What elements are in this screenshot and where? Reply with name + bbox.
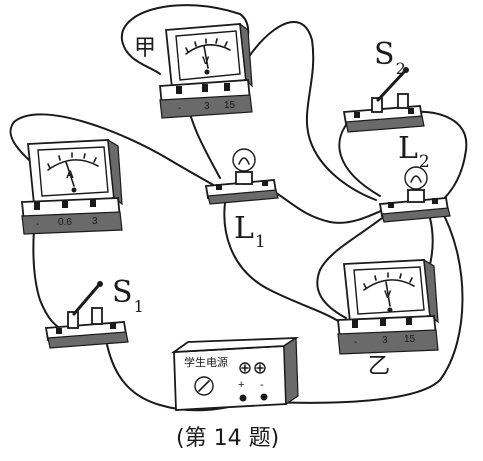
voltmeter-yi-unit: V <box>384 289 392 301</box>
voltmeter-jia-unit: V <box>202 55 210 67</box>
switch-s2 <box>342 67 425 133</box>
power-supply-plus: + <box>238 379 245 391</box>
voltmeter-yi-label: 乙 <box>368 354 391 379</box>
ammeter-terminal-3: 3 <box>92 216 98 227</box>
figure-caption: (第 14 题) <box>176 426 280 451</box>
ammeter-unit: A <box>66 169 74 181</box>
lamp-l1-label: L1 <box>234 211 266 251</box>
wire-l2-to-supply <box>267 207 464 404</box>
switch-s1-subscript: 1 <box>133 297 144 316</box>
lamp-l2-label: L2 <box>398 131 430 171</box>
voltmeter-yi-terminal-neg: - <box>354 337 358 348</box>
lamp-l2 <box>378 166 451 223</box>
wire-s1-to-supply <box>105 339 241 412</box>
wire-ammeter-to-s1 <box>32 209 63 331</box>
lamp-l1 <box>204 148 279 205</box>
lamp-l1-subscript: 1 <box>254 232 266 252</box>
voltmeter-yi <box>337 258 439 355</box>
voltmeter-jia-terminal-3: 3 <box>204 101 210 112</box>
power-supply-minus: - <box>260 379 264 391</box>
switch-s1-label: S1 <box>112 275 144 315</box>
ammeter-terminal-neg: - <box>36 219 40 230</box>
switch-s2-letter: S <box>374 37 395 72</box>
wire-s2-to-l2-left <box>338 117 381 197</box>
power-supply <box>170 336 300 411</box>
power-supply-label: 学生电源 <box>184 357 228 369</box>
wire-l1-to-l2 <box>264 185 393 224</box>
wire-jia-top-loop <box>229 21 377 201</box>
wire-l2-to-yi <box>316 211 391 319</box>
switch-s1-letter: S <box>112 275 133 310</box>
switch-s1 <box>44 281 129 349</box>
wire-l1-to-yi <box>223 195 341 323</box>
lamp-l2-subscript: 2 <box>418 152 430 172</box>
lamp-l1-letter: L <box>234 211 254 246</box>
switch-s2-label: S2 <box>374 37 406 77</box>
voltmeter-jia <box>159 22 253 119</box>
voltmeter-yi-terminal-3: 3 <box>382 335 388 346</box>
voltmeter-yi-terminal-15: 15 <box>404 334 416 345</box>
ammeter-terminal-0-6: 0.6 <box>58 217 72 228</box>
voltmeter-jia-label: 甲 <box>134 36 157 61</box>
wire-ammeter-to-l1 <box>9 113 216 191</box>
wire-s2-to-l2-right <box>411 110 468 205</box>
voltmeter-jia-terminal-15: 15 <box>224 100 236 111</box>
ammeter <box>21 138 123 235</box>
voltmeter-jia-terminal-neg: - <box>178 103 182 114</box>
switch-s2-subscript: 2 <box>395 59 406 78</box>
lamp-l2-letter: L <box>398 131 418 166</box>
